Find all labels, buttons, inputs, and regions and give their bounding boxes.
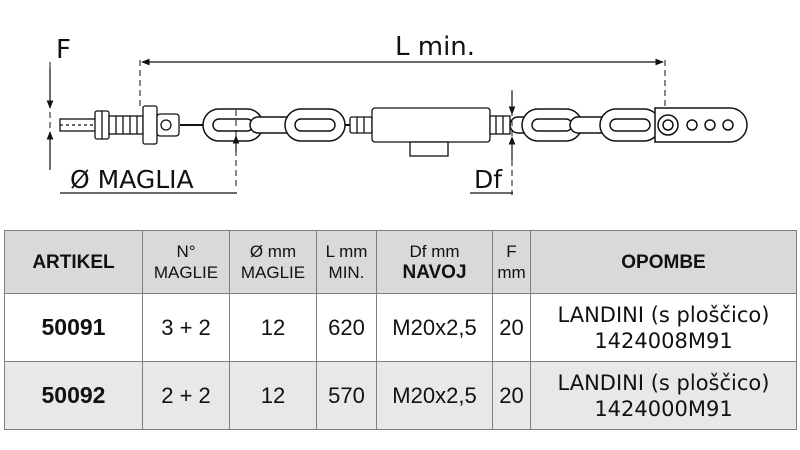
header-d-line1: Ø mm <box>249 242 297 261</box>
note-line2: 1424000M91 <box>594 396 733 421</box>
cell-f: 20 <box>492 361 531 430</box>
header-artikel: ARTIKEL <box>4 230 143 294</box>
cell-opombe: LANDINI (s ploščico)1424008M91 <box>530 293 797 362</box>
header-df-line2: NAVOJ <box>402 262 467 283</box>
maglia-dimension: Ø MAGLIA <box>60 110 240 194</box>
cell-n-maglie: 3 + 2 <box>142 293 230 362</box>
cell-d-maglie: 12 <box>229 361 317 430</box>
header-n-line1: N° <box>176 242 196 261</box>
cell-df: M20x2,5 <box>376 293 493 362</box>
header-df-line1: Df mm <box>409 242 460 261</box>
header-f-line2: mm <box>497 263 526 282</box>
table-row: 50092 2 + 2 12 570 M20x2,5 20 LANDINI (s… <box>4 361 797 430</box>
turnbuckle-body <box>349 107 511 157</box>
header-n-line2: MAGLIE <box>153 263 219 282</box>
lmin-dimension: L min. <box>139 32 666 110</box>
df-label: Df <box>474 165 503 194</box>
f-dimension: F <box>46 35 71 170</box>
note-line2: 1424008M91 <box>594 328 733 353</box>
f-label: F <box>56 35 71 65</box>
note-line1: LANDINI (s ploščico) <box>557 302 770 327</box>
lmin-label: L min. <box>395 32 475 62</box>
header-f-line1: F <box>506 242 517 261</box>
cell-d-maglie: 12 <box>229 293 317 362</box>
table-row: 50091 3 + 2 12 620 M20x2,5 20 LANDINI (s… <box>4 293 797 362</box>
header-d-maglie: Ø mm MAGLIE <box>229 230 317 294</box>
header-n-maglie: N° MAGLIE <box>142 230 230 294</box>
cell-df: M20x2,5 <box>376 361 493 430</box>
cell-opombe: LANDINI (s ploščico)1424000M91 <box>530 361 797 430</box>
cell-l-min: 620 <box>316 293 377 362</box>
cell-artikel: 50092 <box>4 361 143 430</box>
threaded-end <box>59 105 180 145</box>
table-header-row: ARTIKEL N° MAGLIE Ø mm MAGLIE L mm MIN. Df … <box>4 230 797 294</box>
left-chain <box>180 108 360 142</box>
header-l-min: L mm MIN. <box>316 230 377 294</box>
end-plate <box>654 107 748 143</box>
cell-f: 20 <box>492 293 531 362</box>
note-line1: LANDINI (s ploščico) <box>557 370 770 395</box>
header-d-line2: MAGLIE <box>240 263 306 282</box>
cell-l-min: 570 <box>316 361 377 430</box>
cell-n-maglie: 2 + 2 <box>142 361 230 430</box>
spec-table: ARTIKEL N° MAGLIE Ø mm MAGLIE L mm MIN. Df … <box>4 230 797 430</box>
header-opombe: OPOMBE <box>530 230 797 294</box>
chain-stabilizer-drawing: F L min. <box>46 32 748 195</box>
maglia-label: Ø MAGLIA <box>70 165 194 194</box>
cell-artikel: 50091 <box>4 293 143 362</box>
header-l-line2: MIN. <box>328 263 365 282</box>
right-chain <box>509 108 661 142</box>
df-dimension: Df <box>470 90 516 195</box>
header-l-line1: L mm <box>325 242 368 261</box>
